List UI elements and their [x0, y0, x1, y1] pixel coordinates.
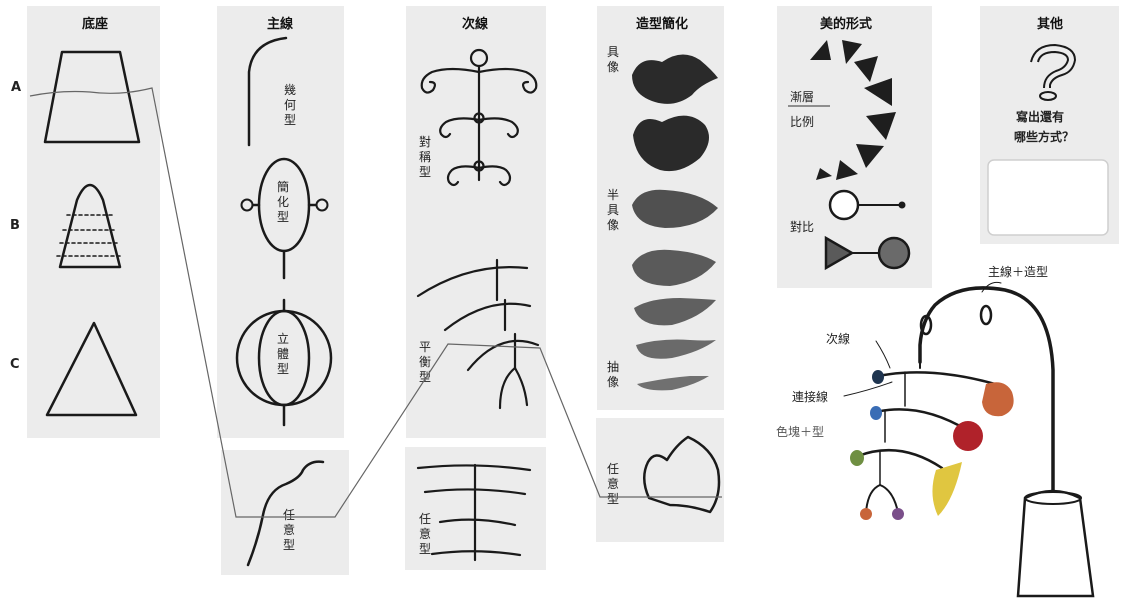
leaf-heart [633, 115, 709, 172]
proportion-label: 比例 [790, 115, 815, 129]
shape-abstract-label: 抽像 [606, 360, 619, 389]
leaf-figurative [632, 54, 718, 104]
leaf-semi-2 [632, 249, 716, 286]
base-title: 底座 [81, 17, 108, 32]
base-trapezoid-a [43, 50, 141, 144]
connection-lines [29, 87, 722, 518]
leaf-semi-1 [632, 189, 718, 228]
leaf-semi-3 [634, 298, 716, 326]
other-answer-box [987, 159, 1109, 236]
mobile-sculpture [843, 281, 1055, 513]
question-mark-icon [1030, 43, 1077, 101]
leaf-shapes [632, 54, 718, 391]
main-line-title: 主線 [266, 17, 293, 32]
secondary-freeform-shape [416, 463, 532, 562]
gradation-triangles [810, 40, 896, 180]
main-line-arc [247, 36, 288, 147]
mobile-main-line-shape-label: 主線＋造型 [988, 265, 1049, 279]
main-line-simplified-shape [240, 157, 329, 280]
main-line-freeform-panel [221, 450, 349, 575]
secondary-balanced-label: 平衡型 [418, 340, 431, 384]
secondary-symmetric-shape [420, 48, 538, 187]
mobile-color-blocks [850, 370, 1014, 520]
base-row-c-label: C [10, 357, 20, 372]
main-line-solid-shape [235, 298, 333, 427]
contrast-label: 對比 [790, 220, 815, 234]
beauty-form-title: 美的形式 [819, 17, 872, 32]
shape-freeform-panel [596, 418, 724, 542]
base-panel [27, 6, 160, 438]
secondary-line-title: 次線 [461, 17, 488, 32]
base-dome-b [58, 183, 122, 269]
base-dome-b-dots [56, 214, 124, 257]
main-line-simplified-label: 簡化型 [276, 180, 289, 224]
mobile-connector-label: 連接線 [792, 390, 829, 404]
leaf-abstract-2 [637, 376, 709, 391]
secondary-symmetric-label: 對稱型 [418, 135, 431, 179]
contrast-shapes [824, 189, 911, 271]
leaf-abstract-1 [636, 339, 716, 359]
main-line-geometric-label: 幾何型 [283, 83, 296, 127]
secondary-freeform-label: 任意型 [418, 512, 431, 556]
mobile-color-block-label: 色塊＋型 [776, 425, 825, 439]
mobile-secondary-line-label: 次線 [826, 332, 851, 346]
base-row-a-label: A [11, 80, 22, 95]
main-line-freeform-curve [246, 460, 325, 567]
base-row-b-label: B [10, 218, 20, 233]
gradation-label: 漸層 [790, 90, 815, 104]
main-line-solid-label: 立體型 [276, 332, 289, 376]
secondary-line-panel [406, 6, 546, 438]
leaf-freeform-outline [643, 435, 721, 514]
shape-figurative-label: 具像 [606, 45, 619, 74]
other-prompt-line1: 寫出還有 [1016, 110, 1065, 124]
shape-freeform-label: 任意型 [606, 462, 619, 506]
other-prompt-line2: 哪些方式？ [1014, 130, 1075, 144]
other-title: 其他 [1036, 17, 1063, 32]
secondary-balanced-shape [416, 258, 540, 410]
shape-semi-figurative-label: 半具像 [606, 188, 619, 232]
main-line-freeform-label: 任意型 [282, 508, 295, 552]
shape-simplification-title: 造型簡化 [635, 17, 688, 32]
base-triangle-c [45, 321, 138, 417]
mobile-base-bucket [1016, 489, 1095, 598]
